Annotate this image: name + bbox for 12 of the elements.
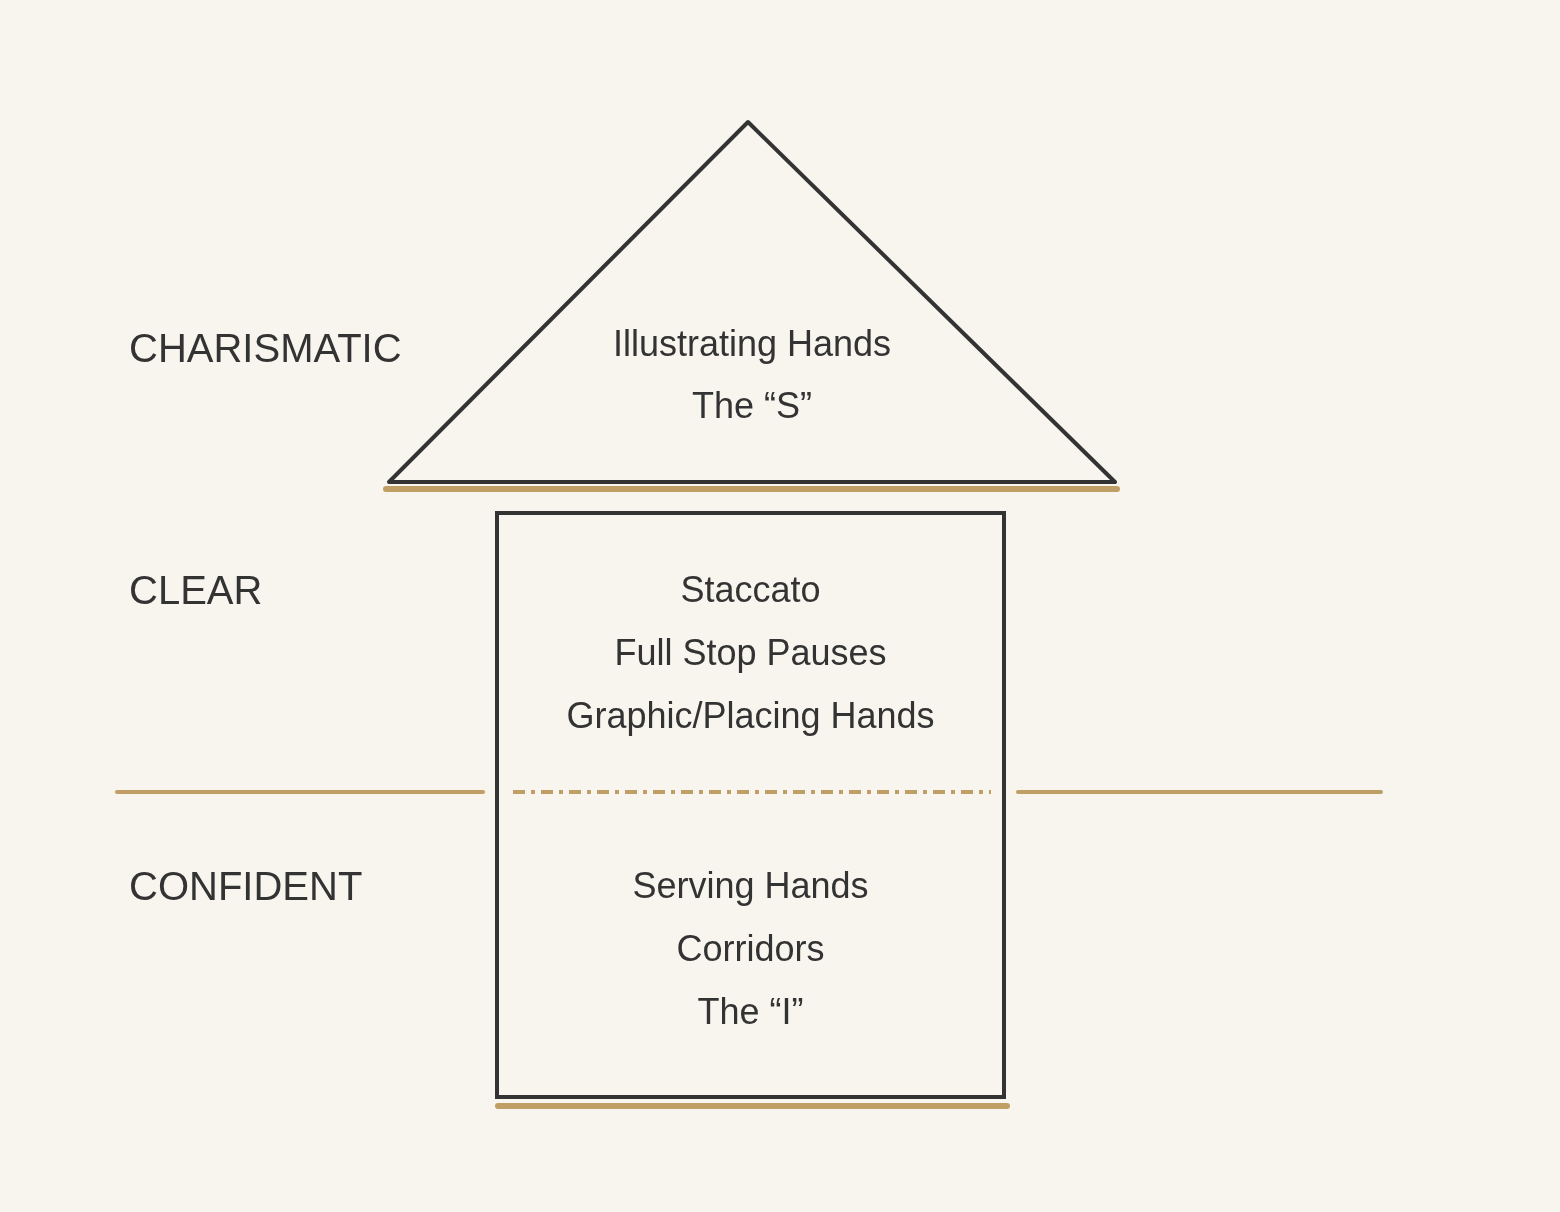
roof-text: The “S”	[692, 385, 812, 427]
wall-text: Serving Hands	[632, 865, 869, 907]
roof-text: Illustrating Hands	[612, 323, 892, 365]
wall-text: Graphic/Placing Hands	[566, 695, 935, 737]
level-label: CHARISMATIC	[129, 328, 402, 368]
wall-box	[495, 511, 1006, 1099]
level-label: CLEAR	[129, 570, 263, 610]
wall-text: Corridors	[676, 928, 825, 970]
wall-text: Staccato	[680, 569, 821, 611]
wall-text: The “I”	[697, 991, 804, 1033]
level-label: CONFIDENT	[129, 866, 363, 906]
wall-text: Full Stop Pauses	[614, 632, 887, 674]
